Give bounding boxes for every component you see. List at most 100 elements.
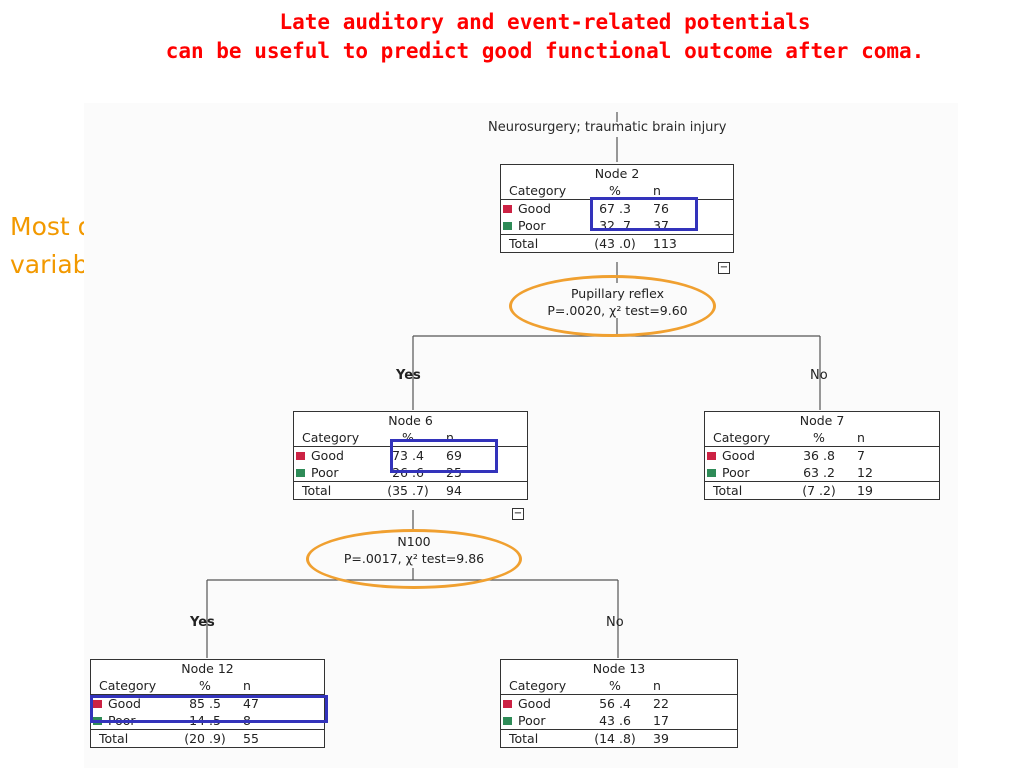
- row-label: Good: [108, 696, 141, 711]
- poor-swatch-icon: [296, 469, 305, 477]
- row-label: Good: [311, 448, 344, 463]
- header-n: n: [243, 678, 251, 693]
- row-n: 69: [446, 448, 462, 463]
- row-pct: 36 .8: [803, 448, 835, 463]
- row-good: Good 85 .5 47: [91, 695, 324, 712]
- poor-swatch-icon: [503, 717, 512, 725]
- header-category: Category: [302, 430, 360, 445]
- row-label: Total: [99, 731, 129, 746]
- row-good: Good 56 .4 22: [501, 695, 737, 712]
- row-pct: (35 .7): [387, 483, 429, 498]
- row-total: Total (14 .8) 39: [501, 729, 737, 747]
- row-label: Total: [302, 483, 332, 498]
- row-total: Total (43 .0) 113: [501, 234, 733, 252]
- highlight-ring-split-1: [509, 275, 716, 337]
- node-13: Node 13 Category % n Good 56 .4 22 Poor …: [500, 659, 738, 748]
- node-title: Node 13: [592, 661, 646, 676]
- header-percent: %: [199, 678, 211, 693]
- row-pct: 63 .2: [803, 465, 835, 480]
- row-total: Total (7 .2) 19: [705, 481, 939, 499]
- row-pct: (14 .8): [594, 731, 636, 746]
- good-swatch-icon: [707, 452, 716, 460]
- branch-yes-1: Yes: [396, 368, 421, 383]
- node-title: Node 6: [388, 413, 433, 428]
- row-pct: 56 .4: [599, 696, 631, 711]
- header-n: n: [857, 430, 865, 445]
- node-header: Category % n: [91, 677, 324, 695]
- row-good: Good 67 .3 76: [501, 200, 733, 217]
- node-7: Node 7 Category % n Good 36 .8 7 Poor 63…: [704, 411, 940, 500]
- row-n: 17: [653, 713, 669, 728]
- slide-title: Late auditory and event-related potentia…: [0, 8, 1024, 66]
- row-n: 113: [653, 236, 677, 251]
- row-n: 7: [857, 448, 865, 463]
- node-header: Category % n: [705, 429, 939, 447]
- node-title: Node 12: [181, 661, 234, 676]
- node-header: Category % n: [501, 677, 737, 695]
- good-swatch-icon: [93, 700, 102, 708]
- row-total: Total (20 .9) 55: [91, 729, 324, 747]
- row-pct: 67 .3: [599, 201, 631, 216]
- row-pct: 85 .5: [189, 696, 221, 711]
- highlight-box-node-6: [390, 439, 498, 473]
- row-n: 76: [653, 201, 669, 216]
- highlight-box-node-2: [590, 197, 698, 231]
- good-swatch-icon: [503, 700, 512, 708]
- node-header: Category % n: [294, 429, 527, 447]
- row-n: 47: [243, 696, 259, 711]
- highlight-ring-split-2: [306, 529, 522, 589]
- row-label: Good: [518, 201, 551, 216]
- header-percent: %: [402, 430, 414, 445]
- poor-swatch-icon: [503, 222, 512, 230]
- slide-title-line1: Late auditory and event-related potentia…: [279, 10, 811, 34]
- good-swatch-icon: [296, 452, 305, 460]
- collapse-node-6-icon[interactable]: −: [512, 508, 524, 520]
- header-category: Category: [713, 430, 771, 445]
- row-n: 39: [653, 731, 669, 746]
- row-pct: (20 .9): [184, 731, 226, 746]
- header-percent: %: [609, 183, 621, 198]
- branch-no-1: No: [810, 368, 828, 383]
- row-pct: 73 .4: [392, 448, 424, 463]
- header-percent: %: [813, 430, 825, 445]
- row-label: Poor: [518, 713, 546, 728]
- row-label: Total: [713, 483, 743, 498]
- row-label: Poor: [722, 465, 750, 480]
- header-category: Category: [99, 678, 157, 693]
- row-n: 55: [243, 731, 259, 746]
- node-12: Node 12 Category % n Good 85 .5 47 Poor …: [90, 659, 325, 748]
- row-label: Good: [518, 696, 551, 711]
- header-category: Category: [509, 183, 567, 198]
- highlight-box-node-12: [90, 695, 328, 723]
- row-n: 19: [857, 483, 873, 498]
- poor-swatch-icon: [707, 469, 716, 477]
- header-n: n: [446, 430, 454, 445]
- good-swatch-icon: [503, 205, 512, 213]
- row-n: 22: [653, 696, 669, 711]
- row-pct: (7 .2): [802, 483, 836, 498]
- branch-no-2: No: [606, 615, 624, 630]
- row-label: Total: [509, 731, 539, 746]
- node-title: Node 7: [799, 413, 845, 428]
- row-good: Good 36 .8 7: [705, 447, 939, 464]
- row-n: 94: [446, 483, 462, 498]
- branch-yes-2: Yes: [190, 615, 215, 630]
- node-6: Node 6 Category % n Good 73 .4 69 Poor 2…: [293, 411, 528, 500]
- row-label: Good: [722, 448, 755, 463]
- row-pct: 43 .6: [599, 713, 631, 728]
- header-percent: %: [609, 678, 621, 693]
- header-category: Category: [509, 678, 567, 693]
- header-n: n: [653, 183, 661, 198]
- row-good: Good 73 .4 69: [294, 447, 527, 464]
- row-pct: (43 .0): [594, 236, 636, 251]
- node-title: Node 2: [594, 166, 640, 181]
- row-n: 12: [857, 465, 873, 480]
- row-poor: Poor 43 .6 17: [501, 712, 737, 729]
- collapse-node-2-icon[interactable]: −: [718, 262, 730, 274]
- header-n: n: [653, 678, 661, 693]
- row-total: Total (35 .7) 94: [294, 481, 527, 499]
- row-poor: Poor 63 .2 12: [705, 464, 939, 481]
- row-label: Poor: [518, 218, 546, 233]
- slide-title-line2: can be useful to predict good functional…: [165, 39, 925, 63]
